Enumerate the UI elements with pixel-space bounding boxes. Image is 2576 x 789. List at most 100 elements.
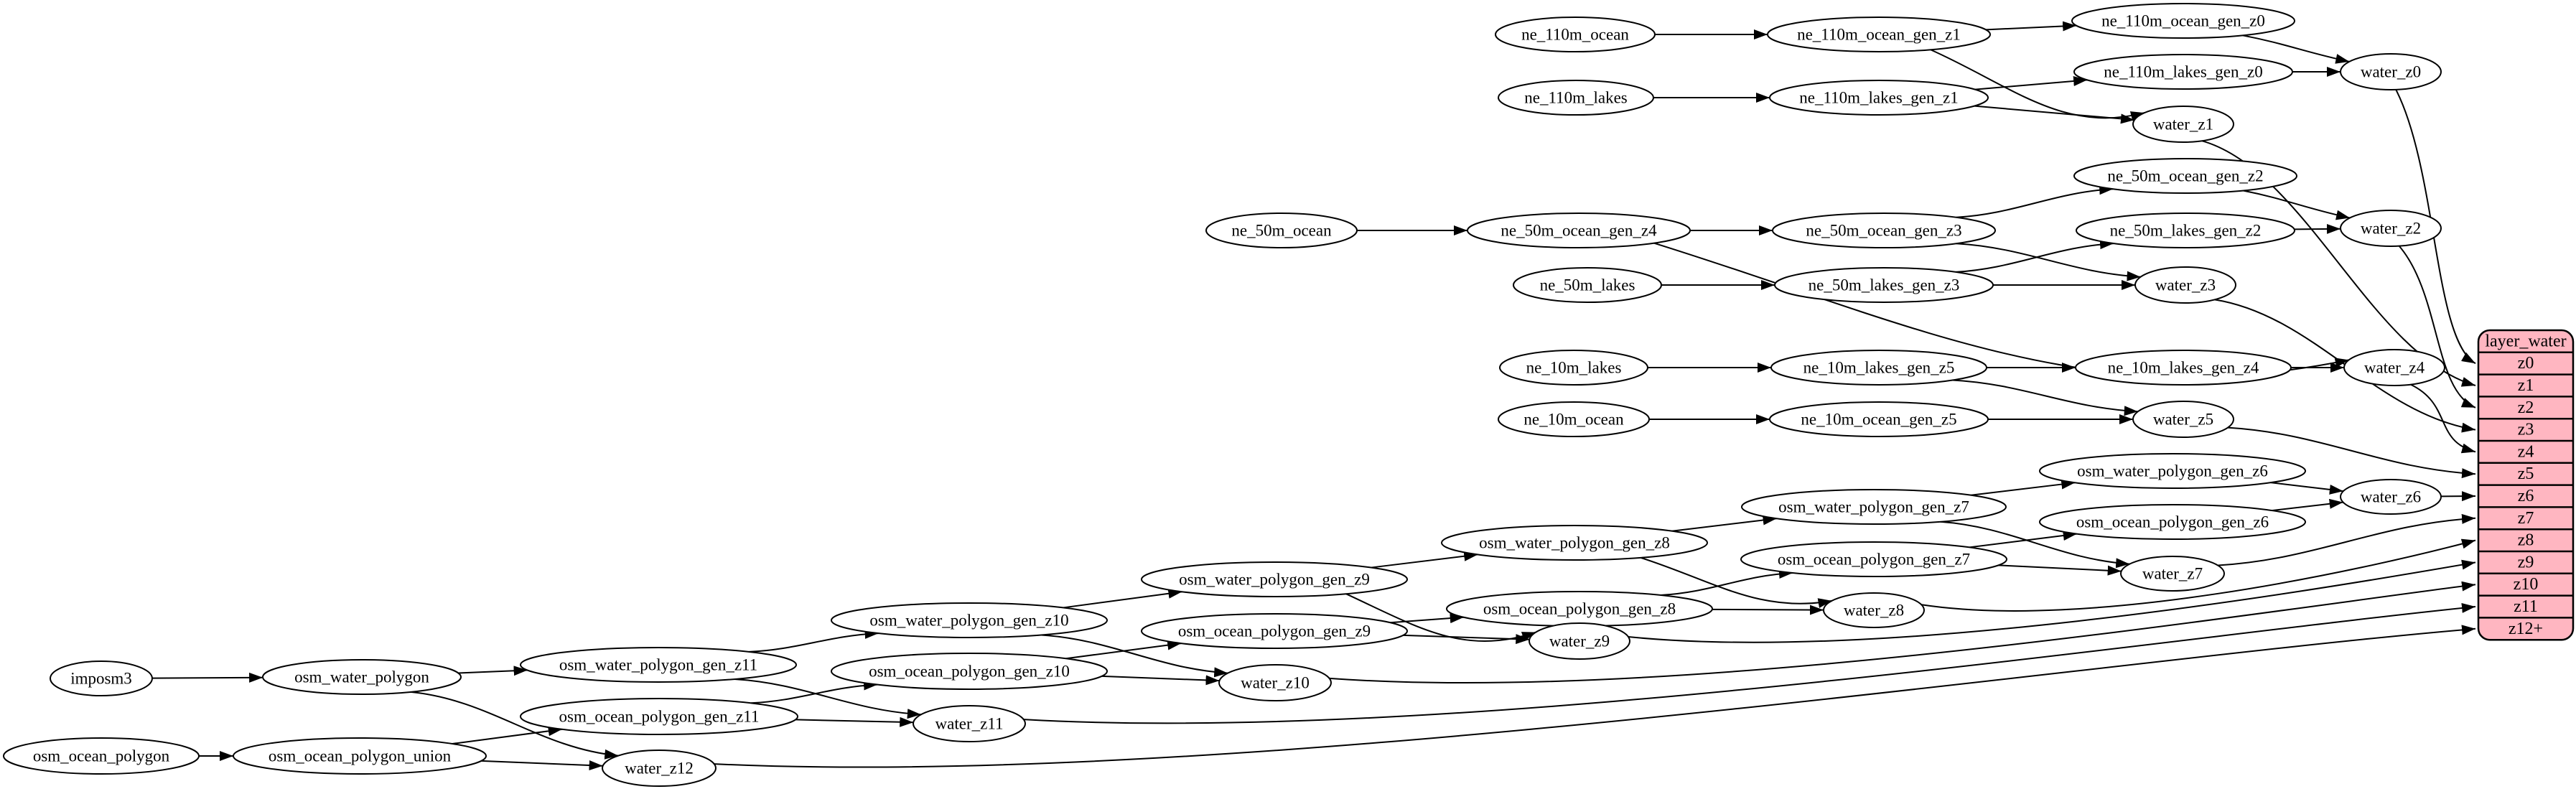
edge-osm_ocean_polygon_gen_z10-to-water_z10 [1101,675,1220,686]
node-ne_50m_lakes_gen_z2: ne_50m_lakes_gen_z2 [2076,213,2295,248]
node-osm_water_polygon: osm_water_polygon [262,659,462,695]
node-ne_110m_ocean_gen_z1-label: ne_110m_ocean_gen_z1 [1797,26,1961,44]
node-water_z7: water_z7 [2120,556,2225,592]
node-water_z12: water_z12 [602,750,717,787]
edge-water_z9-to-layer_water-z9 [1628,559,2476,643]
node-ne_10m_ocean-ellipse [1498,401,1650,437]
node-water_z6: water_z6 [2340,479,2442,515]
node-osm_water_polygon_gen_z9-ellipse [1141,561,1408,597]
node-water_z10-label: water_z10 [1241,674,1310,692]
node-water_z5-ellipse [2132,401,2234,438]
node-water_z10-ellipse [1218,664,1332,701]
node-osm_ocean_polygon-ellipse [3,737,200,775]
node-osm_water_polygon_gen_z6: osm_water_polygon_gen_z6 [2039,453,2306,489]
node-water_z7-ellipse [2120,556,2225,592]
table-row-z2: z2 [2518,398,2534,417]
node-osm_ocean_polygon_gen_z9-label: osm_ocean_polygon_gen_z9 [1178,622,1371,640]
node-ne_10m_lakes_gen_z4: ne_10m_lakes_gen_z4 [2075,350,2292,386]
edge-water_z12-to-layer_water-z12+ [714,625,2476,768]
node-osm_ocean_polygon_union: osm_ocean_polygon_union [233,737,487,775]
edge-water_z2-to-layer_water-z2 [2398,246,2476,408]
edge-osm_water_polygon_gen_z8-to-osm_water_polygon_gen_z7 [1671,515,1777,532]
node-water_z12-ellipse [602,750,717,787]
node-ne_10m_lakes_gen_z5-label: ne_10m_lakes_gen_z5 [1803,359,1955,377]
node-water_z3-label: water_z3 [2155,276,2216,294]
edge-osm_water_polygon_gen_z7-to-water_z7 [1940,520,2130,569]
node-water_z9: water_z9 [1529,622,1630,660]
node-ne_110m_lakes: ne_110m_lakes [1498,80,1654,116]
node-ne_110m_ocean_gen_z0-label: ne_110m_ocean_gen_z0 [2101,12,2265,30]
node-ne_10m_ocean_gen_z5-label: ne_10m_ocean_gen_z5 [1801,411,1956,429]
node-osm_water_polygon_gen_z7-ellipse [1741,489,2007,525]
node-ne_110m_lakes_gen_z1-label: ne_110m_lakes_gen_z1 [1799,89,1958,107]
node-osm_water_polygon_gen_z10-label: osm_water_polygon_gen_z10 [869,612,1068,630]
table-row-z10: z10 [2514,575,2539,594]
node-osm_water_polygon_gen_z7-label: osm_water_polygon_gen_z7 [1778,498,1969,516]
edges-layer [151,21,2476,771]
edge-osm_water_polygon_gen_z10-to-osm_water_polygon_gen_z9 [1063,588,1182,609]
node-water_z5: water_z5 [2132,401,2234,438]
node-ne_50m_ocean_gen_z3-label: ne_50m_ocean_gen_z3 [1806,222,1961,240]
edge-osm_water_polygon_gen_z9-to-osm_water_polygon_gen_z8 [1371,551,1478,569]
node-osm_ocean_polygon_gen_z6-ellipse [2039,504,2306,540]
node-water_z3-ellipse [2134,266,2236,304]
node-osm_ocean_polygon_gen_z11-ellipse [520,698,798,735]
node-ne_10m_lakes_gen_z5-ellipse [1770,350,1987,386]
node-ne_10m_lakes_gen_z4-ellipse [2075,350,2292,386]
node-water_z12-label: water_z12 [625,760,694,778]
node-water_z7-label: water_z7 [2142,565,2203,583]
node-ne_110m_ocean-label: ne_110m_ocean [1521,26,1629,44]
edge-osm_ocean_polygon_gen_z7-to-water_z7 [1998,564,2122,576]
node-ne_110m_lakes_gen_z1: ne_110m_lakes_gen_z1 [1769,80,1989,116]
edge-ne_110m_lakes_gen_z1-to-ne_110m_lakes_gen_z0 [1974,75,2088,90]
node-osm_ocean_polygon_gen_z6: osm_ocean_polygon_gen_z6 [2039,504,2306,540]
node-osm_ocean_polygon_gen_z8: osm_ocean_polygon_gen_z8 [1446,591,1713,627]
node-ne_110m_ocean_gen_z0: ne_110m_ocean_gen_z0 [2071,3,2295,39]
edge-osm_ocean_polygon_gen_z9-to-osm_ocean_polygon_gen_z8 [1390,613,1464,624]
edge-osm_ocean_polygon_gen_z10-to-osm_ocean_polygon_gen_z9 [1065,640,1182,660]
node-ne_10m_lakes-label: ne_10m_lakes [1526,359,1622,377]
node-ne_110m_ocean_gen_z1-ellipse [1767,17,1991,52]
node-ne_10m_lakes_gen_z5: ne_10m_lakes_gen_z5 [1770,350,1987,386]
node-ne_110m_lakes_gen_z1-ellipse [1769,80,1989,116]
node-water_z6-label: water_z6 [2361,488,2421,506]
node-ne_50m_ocean: ne_50m_ocean [1205,213,1358,248]
node-ne_110m_lakes-label: ne_110m_lakes [1524,89,1628,107]
node-osm_ocean_polygon_union-label: osm_ocean_polygon_union [269,747,452,765]
edge-water_z0-to-layer_water-z0 [2395,89,2476,365]
node-ne_10m_ocean_gen_z5-ellipse [1769,401,1989,437]
edge-osm_water_polygon_gen_z11-to-water_z11 [734,678,921,719]
node-osm_water_polygon_gen_z7: osm_water_polygon_gen_z7 [1741,489,2007,525]
edge-ne_50m_lakes_gen_z3-to-ne_50m_lakes_gen_z2 [1955,239,2114,273]
node-osm_water_polygon_gen_z11: osm_water_polygon_gen_z11 [520,647,797,683]
node-ne_10m_lakes: ne_10m_lakes [1499,350,1648,386]
node-ne_110m_lakes_gen_z0-label: ne_110m_lakes_gen_z0 [2104,63,2262,81]
node-water_z9-ellipse [1529,622,1630,660]
edge-osm_water_polygon_gen_z8-to-water_z8 [1640,556,1832,608]
node-osm_ocean_polygon_gen_z7-label: osm_ocean_polygon_gen_z7 [1778,551,1970,569]
table-row-z6: z6 [2518,487,2534,505]
node-water_z2-label: water_z2 [2361,220,2421,238]
node-water_z9-label: water_z9 [1549,632,1610,650]
node-water_z11-label: water_z11 [935,715,1004,733]
node-water_z3: water_z3 [2134,266,2236,304]
node-ne_10m_lakes-ellipse [1499,350,1648,386]
node-ne_50m_ocean_gen_z2-ellipse [2073,158,2297,194]
node-ne_50m_ocean_gen_z4-ellipse [1467,213,1691,248]
node-osm_ocean_polygon_gen_z8-label: osm_ocean_polygon_gen_z8 [1483,600,1676,618]
edge-ne_110m_lakes_gen_z1-to-water_z1 [1974,105,2135,124]
node-water_z11-ellipse [913,705,1026,742]
node-water_z2-ellipse [2340,210,2442,247]
edge-ne_110m_ocean_gen_z0-to-water_z0 [2242,34,2350,64]
node-osm_water_polygon_gen_z9: osm_water_polygon_gen_z9 [1141,561,1408,597]
node-water_z4-ellipse [2343,349,2445,386]
node-ne_50m_lakes_gen_z2-ellipse [2076,213,2295,248]
edge-osm_ocean_polygon_union-to-osm_ocean_polygon_gen_z11 [452,726,562,744]
node-ne_110m_lakes_gen_z0-ellipse [2073,54,2293,90]
node-osm_water_polygon_gen_z10: osm_water_polygon_gen_z10 [831,602,1108,638]
node-water_z4-label: water_z4 [2364,359,2425,377]
table-row-z0: z0 [2518,354,2534,373]
node-osm_water_polygon_gen_z11-label: osm_water_polygon_gen_z11 [559,656,757,674]
node-water_z4: water_z4 [2343,349,2445,386]
